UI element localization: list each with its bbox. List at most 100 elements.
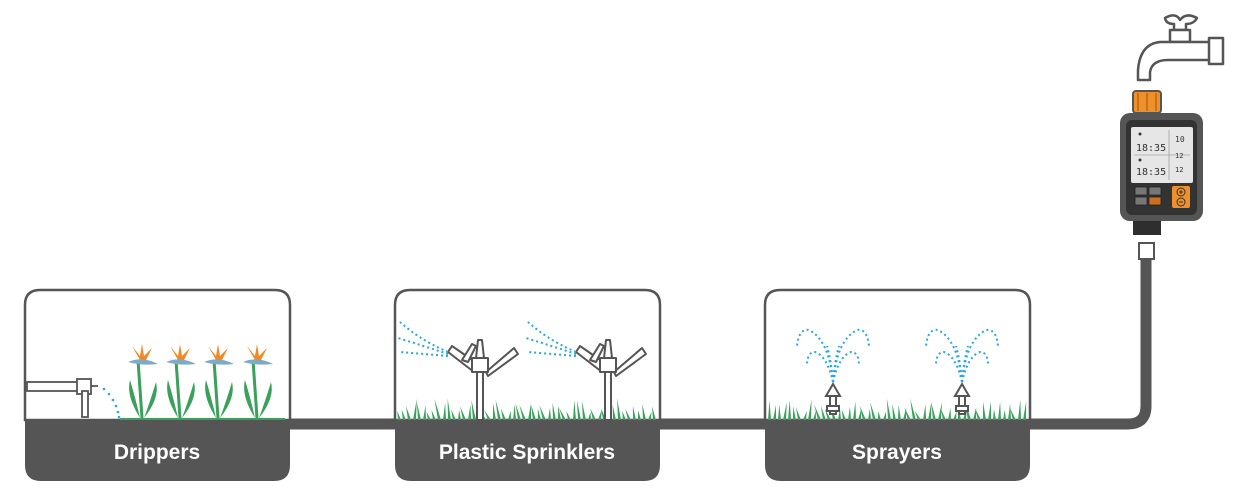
- grass-blade: [652, 406, 656, 420]
- grass-blade: [820, 406, 826, 420]
- grass-blade: [500, 408, 506, 420]
- grass-blade: [513, 404, 516, 420]
- pipe-connector: [1138, 242, 1155, 260]
- plus-icon[interactable]: [1176, 187, 1186, 197]
- grass-blade: [451, 409, 456, 420]
- supply-pipe: [285, 242, 1155, 430]
- lcd-time-bottom: 18:35: [1136, 167, 1166, 178]
- grass-blade: [1010, 408, 1016, 420]
- lcd-day-mid: 12: [1175, 152, 1183, 160]
- grass-blade: [559, 407, 566, 420]
- water-timer: 18:35 18:35 10 12 12: [1120, 90, 1203, 235]
- grass-blade: [625, 408, 631, 420]
- flower-icon: [128, 344, 273, 419]
- grass-blade: [938, 402, 942, 420]
- grass-blade: [632, 405, 636, 420]
- grass-blade: [484, 410, 491, 420]
- grass-blade: [988, 401, 991, 420]
- timer-orange-button[interactable]: [1148, 196, 1162, 206]
- grass-blade: [612, 404, 616, 420]
- grass-blade: [1023, 401, 1027, 420]
- grass-blade: [588, 411, 591, 420]
- grass-blade: [638, 410, 641, 420]
- grass-blade: [853, 401, 856, 420]
- grass-blade: [983, 401, 986, 420]
- grass-blade: [848, 406, 851, 420]
- grass-blade: [1003, 409, 1006, 420]
- grass-blade: [998, 401, 1001, 420]
- grass-blade: [434, 398, 441, 420]
- grass-blade: [768, 400, 771, 420]
- sprayer-icon: [824, 382, 971, 415]
- panel-label-plastic-sprinklers: Plastic Sprinklers: [439, 441, 615, 464]
- faucet-icon: [1136, 14, 1225, 82]
- grass-blade: [479, 407, 486, 420]
- grass-blade: [914, 410, 921, 420]
- grass-blade: [413, 398, 417, 420]
- grass-blade: [431, 410, 436, 420]
- minus-icon[interactable]: [1176, 197, 1186, 207]
- grass-blade: [648, 411, 652, 420]
- grass-blade: [598, 409, 602, 420]
- grass-blade: [471, 399, 476, 420]
- grass-blade: [447, 398, 451, 420]
- grass-blade: [397, 410, 401, 420]
- panel-label-drippers: Drippers: [114, 441, 200, 464]
- grass-blade: [590, 408, 596, 420]
- grass-blade: [923, 404, 926, 420]
- grass-blade: [566, 411, 571, 420]
- grass-blade: [581, 401, 586, 420]
- grass-blade: [1018, 399, 1021, 420]
- grass-blade: [468, 404, 471, 420]
- grass-blade: [941, 409, 946, 420]
- grass-blade: [898, 404, 901, 420]
- grass-blade: [788, 399, 791, 420]
- lcd-day-bottom: 12: [1175, 166, 1183, 174]
- grass-blade: [783, 402, 787, 420]
- grass-blade: [548, 407, 551, 420]
- grass-blade: [576, 400, 581, 420]
- water-spray: [397, 321, 577, 357]
- grass-blade: [928, 401, 932, 420]
- water-drip: [102, 387, 121, 419]
- grass-blade: [416, 402, 421, 420]
- grass-blade: [519, 404, 526, 420]
- panel-drippers: Drippers: [23, 288, 292, 481]
- timer-set-button[interactable]: [1148, 186, 1162, 196]
- panel-sprayers: Sprayers: [763, 288, 1032, 481]
- grass-blade: [493, 403, 496, 420]
- grass-blade: [537, 408, 541, 420]
- grass-blade: [401, 409, 406, 420]
- grass-blade: [993, 409, 996, 420]
- grass-blade: [953, 411, 957, 420]
- grass-blade: [870, 402, 876, 420]
- panel-label-sprayers: Sprayers: [852, 441, 942, 464]
- grass-blade: [841, 409, 846, 420]
- grass-blade: [975, 408, 981, 420]
- grass-blade: [405, 406, 411, 420]
- grass-blade: [931, 403, 936, 420]
- timer-manual-button[interactable]: [1134, 196, 1148, 206]
- grass-blade: [528, 403, 532, 420]
- grass-blade: [948, 407, 951, 420]
- grass-blade: [892, 403, 896, 420]
- grass-blade: [838, 408, 841, 420]
- grass-blade: [808, 399, 812, 420]
- grass-blade: [458, 409, 461, 420]
- sprinkler-icon: [447, 339, 647, 421]
- grass-blade: [813, 410, 816, 420]
- grass-blade: [795, 407, 801, 420]
- grass-blade: [531, 404, 536, 420]
- grass-blade: [973, 407, 977, 420]
- grass-blade: [910, 398, 916, 420]
- timer-mode-button[interactable]: [1134, 186, 1148, 196]
- grass-blade: [859, 405, 866, 420]
- grass-blade: [878, 410, 881, 420]
- grass-blade: [443, 402, 446, 420]
- grass-blade: [558, 405, 561, 420]
- grass-blade: [495, 399, 501, 420]
- grass-blade: [617, 398, 621, 420]
- drip-pipe: [26, 378, 98, 418]
- grass-blade: [552, 402, 556, 420]
